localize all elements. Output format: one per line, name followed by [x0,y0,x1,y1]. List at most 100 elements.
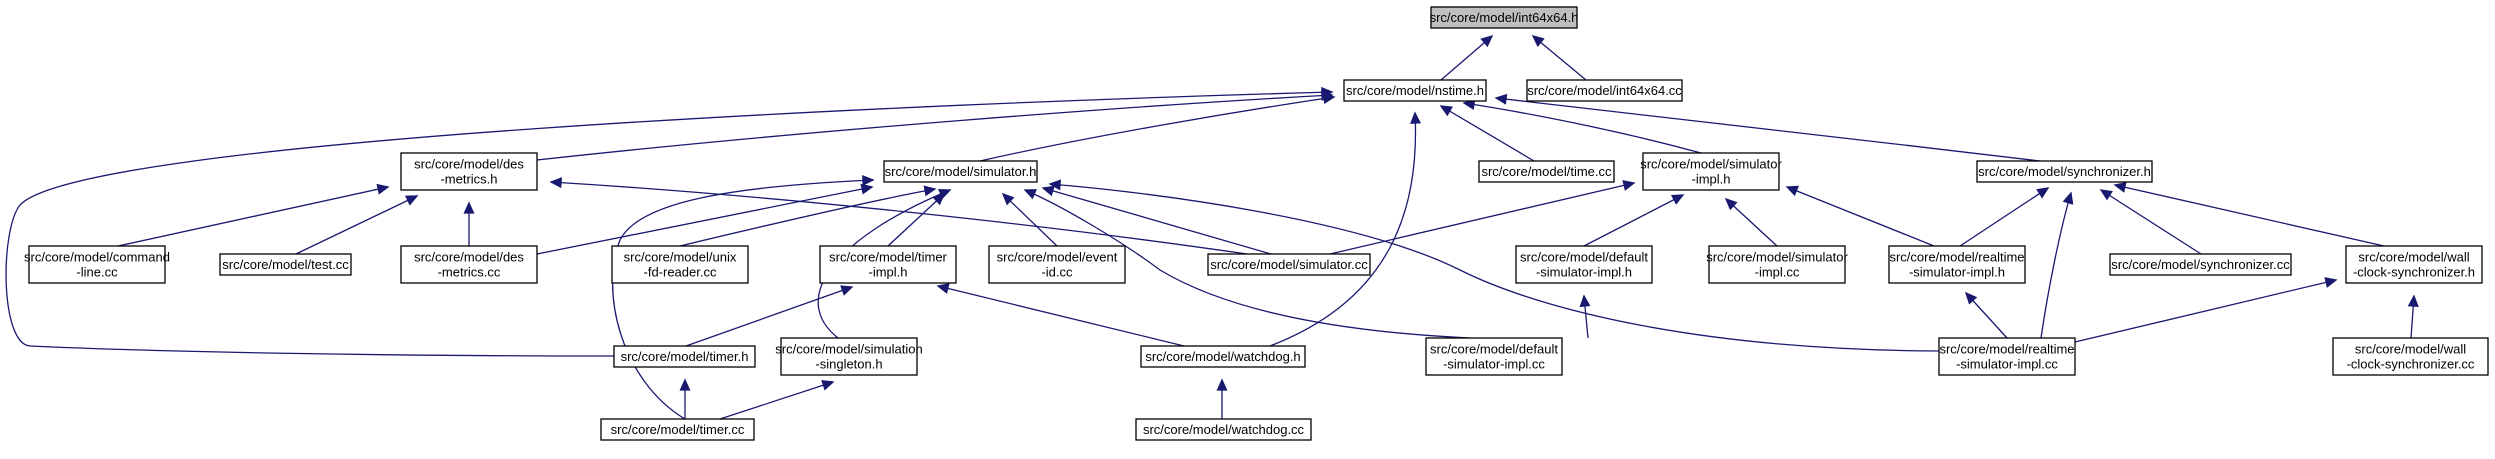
node-eventidcc[interactable]: src/core/model/event-id.cc [988,245,1126,284]
node-label-line: src/core/model/synchronizer.cc [2111,257,2290,272]
node-label-line: -line.cc [76,265,118,280]
node-box [28,245,166,284]
node-box [1430,6,1578,29]
node-box [400,245,538,284]
node-simimplh[interactable]: src/core/model/simulator-impl.h [1640,152,1782,191]
node-simsingletonh[interactable]: src/core/model/simulation-singleton.h [775,337,923,376]
arrow-head-icon [1785,185,1799,197]
edge-simulatorh-to-nstimeh [979,93,1336,162]
node-label-line: -simulator-impl.h [1536,265,1632,280]
edge-line [1024,189,1471,339]
edge-line [536,186,873,255]
edge-line [536,94,1333,161]
node-label-line: src/core/model/int64x64.cc [1527,83,1682,98]
edge-defsimimplcc-to-simulatorh [1023,189,1471,339]
arrow-head-icon [1724,197,1738,211]
node-int64x64h[interactable]: src/core/model/int64x64.h [1430,6,1579,29]
edge-rtsimimplcc-to-simulatorh [1048,179,1940,352]
node-commandlinecc[interactable]: src/core/model/command-line.cc [24,245,170,284]
node-label-line: src/core/model/timer.cc [611,422,745,437]
node-box [1976,160,2153,183]
node-label-line: src/core/model/des [414,157,524,172]
node-simulatorcc[interactable]: src/core/model/simulator.cc [1207,253,1371,276]
node-int64x64cc[interactable]: src/core/model/int64x64.cc [1526,79,1683,102]
node-box [219,253,352,276]
node-box [883,160,1038,183]
node-label-line: src/core/model/simulator [1640,157,1782,172]
node-label-line: src/core/model/int64x64.h [1430,10,1579,25]
node-synchronizerh[interactable]: src/core/model/synchronizer.h [1976,160,2153,183]
edge-line [550,181,1248,255]
node-wallclockh[interactable]: src/core/model/wall-clock-synchronizer.h [2345,245,2483,284]
node-rtsimimplh[interactable]: src/core/model/realtime-simulator-impl.h [1888,245,2026,284]
node-label-line: -clock-synchronizer.cc [2347,357,2475,372]
edge-watchdogh-to-timerimplh [936,283,1185,347]
edge-timerh-to-nstimeh [5,86,1334,357]
edge-line [1042,187,1272,255]
node-unixfdreadercc[interactable]: src/core/model/unix-fd-reader.cc [611,245,749,284]
arrow-head-icon [1531,34,1545,47]
node-synchronizercc[interactable]: src/core/model/synchronizer.cc [2109,253,2292,276]
arrow-head-icon [2324,277,2338,288]
node-label-line: -id.cc [1041,265,1073,280]
node-rtsimimplcc[interactable]: src/core/model/realtime-simulator-impl.c… [1938,337,2076,376]
edge-simulatorcc-to-simimplh [1329,180,1636,255]
edge-rtsimimplcc-to-synchronizerh [2040,191,2074,339]
edge-line [679,188,936,247]
edge-line [295,195,418,255]
edge-line [1269,112,1417,347]
edge-eventidcc-to-simulatorh [1001,192,1058,247]
edge-line [979,96,1335,162]
node-defsimimplh[interactable]: src/core/model/default-simulator-impl.h [1515,245,1653,284]
edge-wallclockcc-to-wallclockh [2407,294,2419,339]
node-testcc[interactable]: src/core/model/test.cc [219,253,352,276]
arrow-head-icon [2036,187,2050,199]
node-label-line: -clock-synchronizer.h [2353,265,2475,280]
node-label-line: src/core/model/simulator.cc [1210,257,1368,272]
arrow-head-icon [1048,179,1062,191]
edge-desmetricscc-to-simulatorh [536,183,874,255]
node-simimplcc[interactable]: src/core/model/simulator-impl.cc [1706,245,1848,284]
edge-line [1049,183,1940,352]
arrow-head-icon [938,189,952,200]
edge-line [1463,102,1702,154]
edge-line [937,285,1185,347]
node-box [400,152,538,191]
arrow-head-icon [463,201,475,214]
edge-line [1002,193,1058,247]
arrow-head-icon [840,285,854,296]
node-label-line: src/core/model/watchdog.cc [1143,422,1305,437]
node-label-line: src/core/model/simulation [775,342,922,357]
edge-timecc-to-nstimeh [1439,105,1535,162]
node-box [600,418,755,441]
node-label-line: src/core/model/timer.h [621,349,749,364]
edge-rtsimimplcc-to-rtsimimplh [1964,291,2008,339]
node-desmetricscc[interactable]: src/core/model/des-metrics.cc [400,245,538,284]
nodes-layer: src/core/model/int64x64.h src/core/model/… [24,6,2489,441]
arrow-head-icon [936,283,950,294]
arrow-head-icon [860,183,874,195]
edge-line [611,179,874,420]
node-simulatorh[interactable]: src/core/model/simulator.h [883,160,1038,183]
node-timecc[interactable]: src/core/model/time.cc [1478,160,1615,183]
node-watchdogh[interactable]: src/core/model/watchdog.h [1140,345,1306,368]
edge-timerimplh-to-simulatorh [887,192,946,247]
edge-line [1329,182,1635,255]
node-watchdogcc[interactable]: src/core/model/watchdog.cc [1135,418,1312,441]
edge-int64x64cc-to-int64x64h [1531,34,1587,81]
node-label-line: src/core/model/simulator [1706,250,1848,265]
node-timercc[interactable]: src/core/model/timer.cc [600,418,755,441]
node-defsimimplcc[interactable]: src/core/model/default-simulator-impl.cc [1425,337,1563,376]
edge-synchronizerh-to-nstimeh [1494,93,2041,162]
node-desmetricsh[interactable]: src/core/model/des-metrics.h [400,152,538,191]
node-wallclockcc[interactable]: src/core/model/wall-clock-synchronizer.c… [2332,337,2489,376]
edge-line [1725,198,1778,247]
node-nstimeh[interactable]: src/core/model/nstime.h [1343,79,1487,102]
node-box [1207,253,1371,276]
node-timerimplh[interactable]: src/core/model/timer-impl.h [819,245,957,284]
node-label-line: src/core/model/command [24,250,170,265]
node-timerh[interactable]: src/core/model/timer.h [613,345,756,368]
node-box [819,245,957,284]
node-box [1526,79,1683,102]
